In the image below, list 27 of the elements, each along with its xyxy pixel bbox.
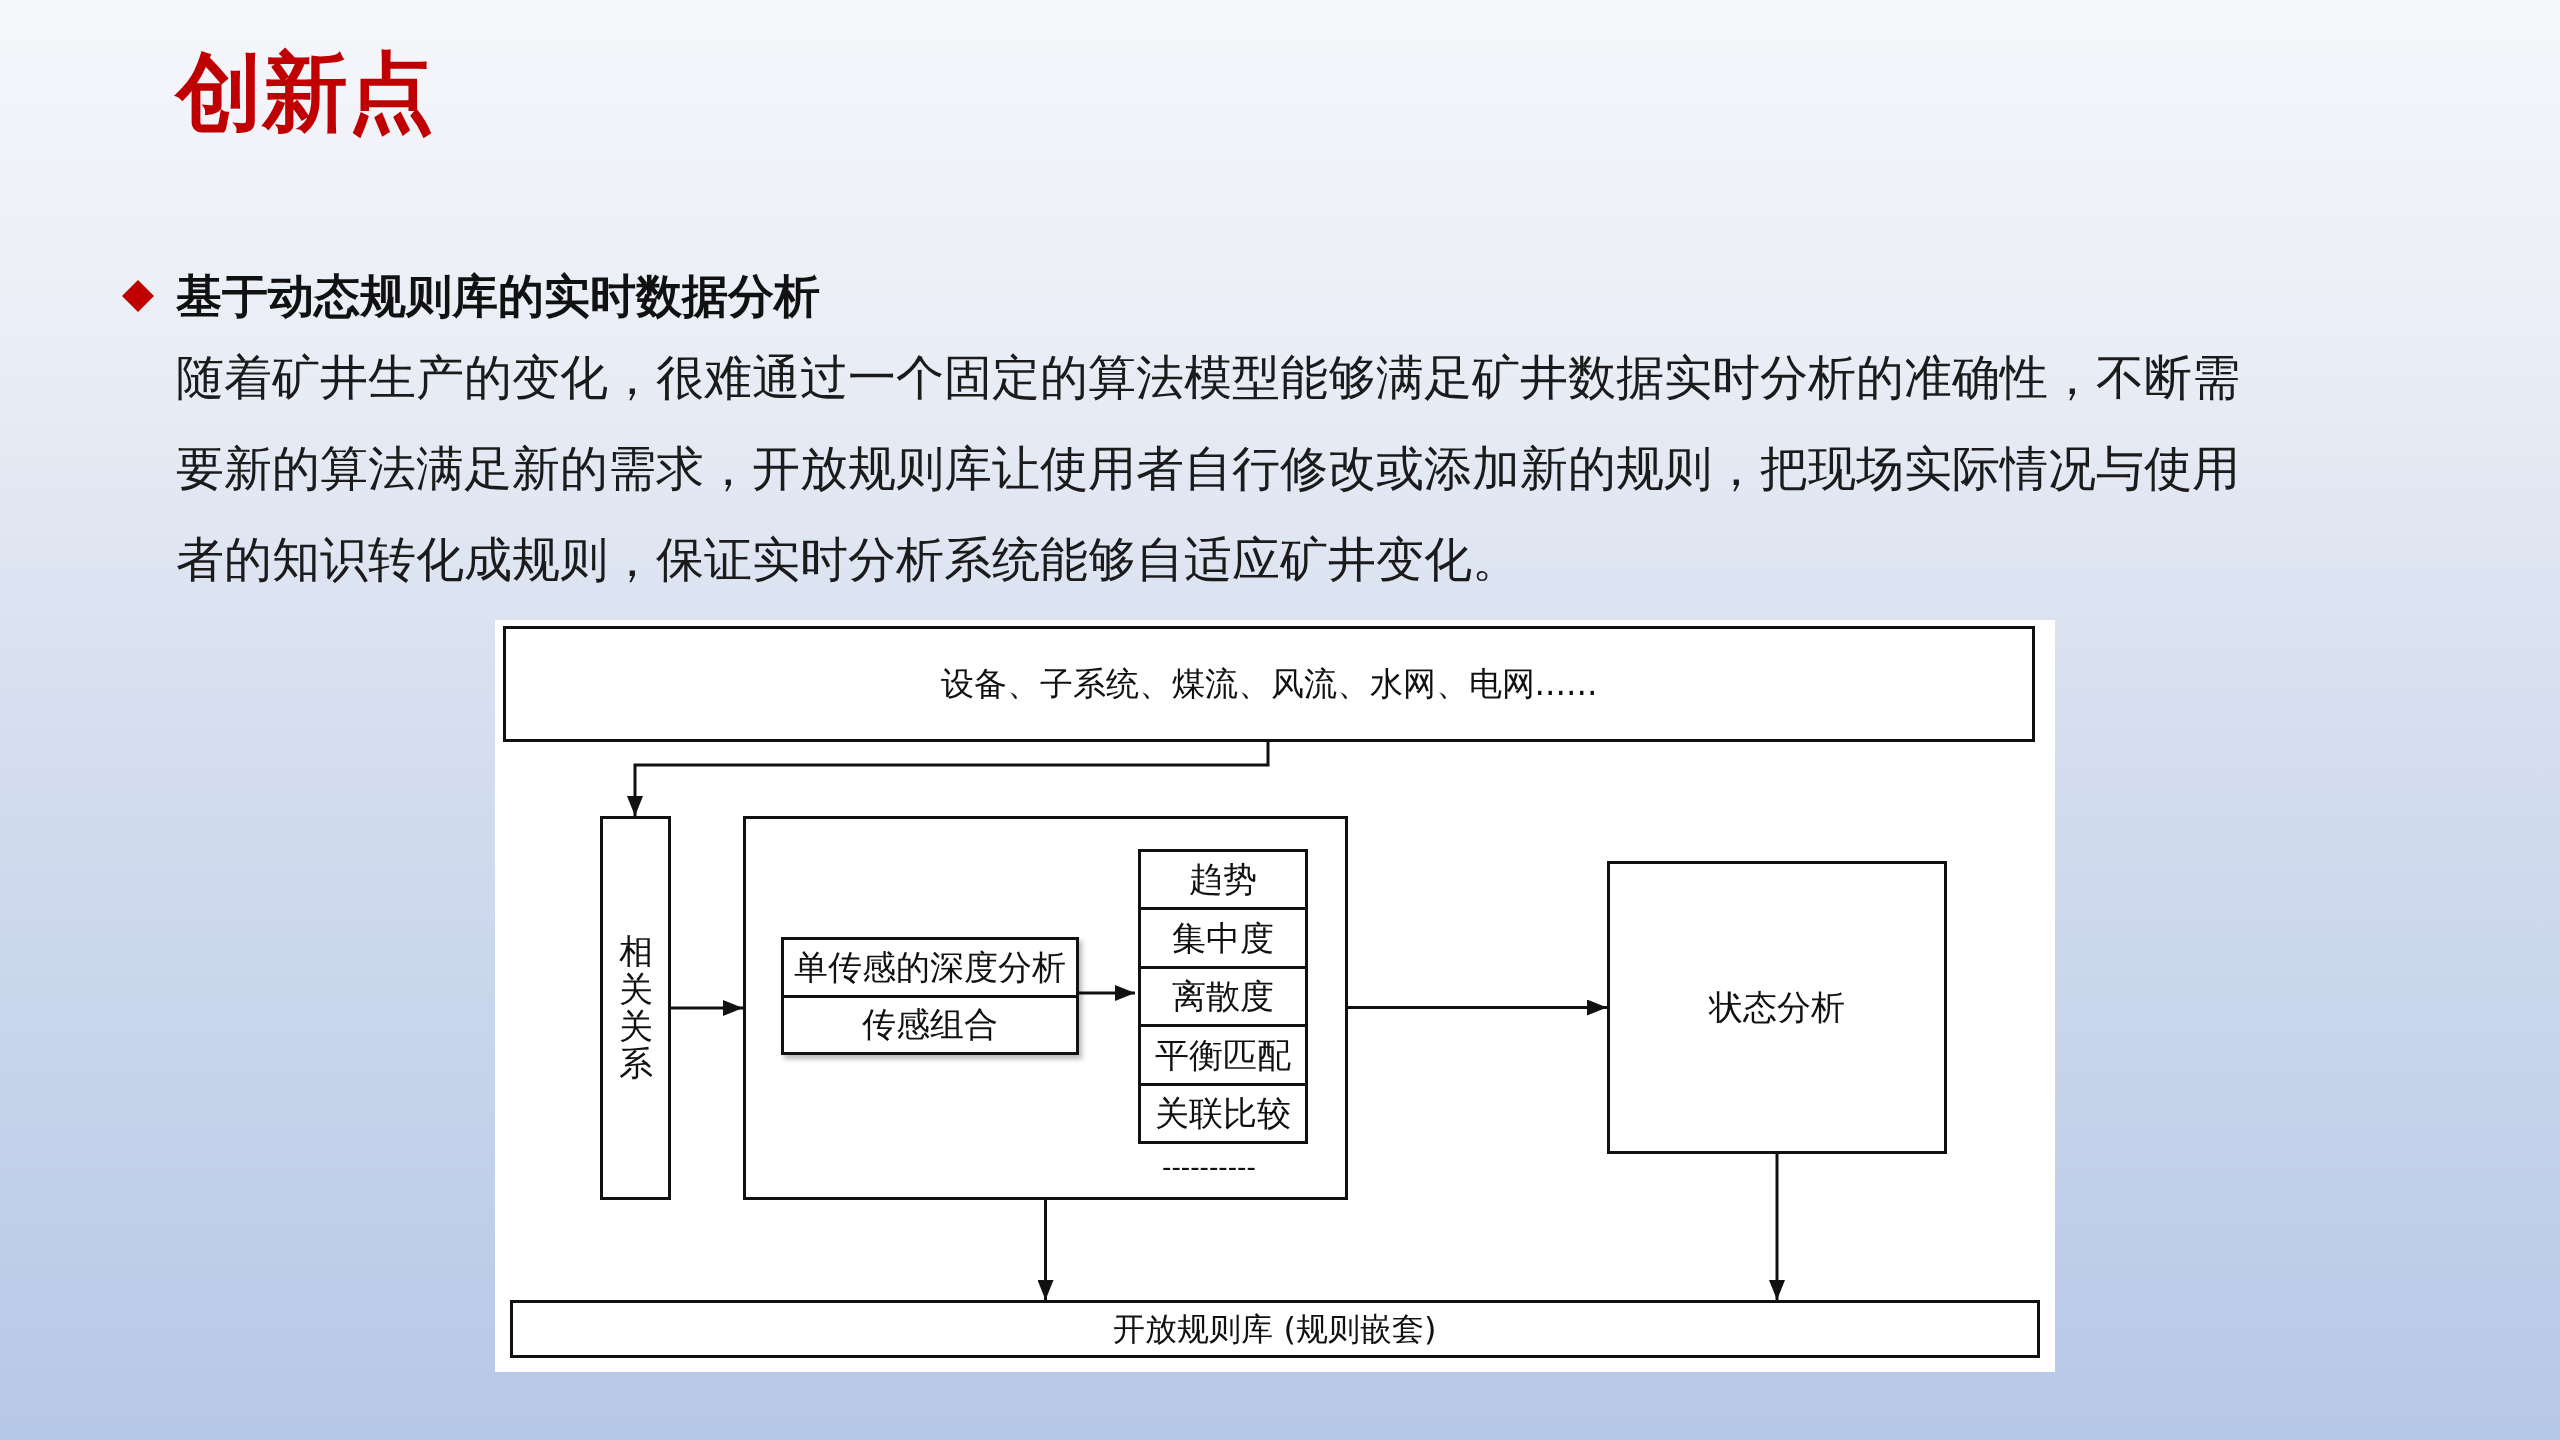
arrow bbox=[1769, 1154, 1785, 1300]
process-box bbox=[1607, 861, 1947, 1154]
stacked-box bbox=[781, 937, 1079, 1055]
list-row-text: 单传感的深度分析 bbox=[793, 945, 1067, 989]
list-row-text: 趋势 bbox=[1188, 858, 1258, 902]
body-paragraph: 随着矿井生产的变化，很难通过一个固定的算法模型能够满足矿井数据实时分析的准确性，不断需要新的算法满足新的需求，开放规则库让使用者自行修改或添加新的规则，把现场实际情况与使用者的知识转化成规则，保证实时分析系统能够自适应矿井变化。 bbox=[176, 348, 2241, 589]
list-row: 关联比较 bbox=[1141, 1082, 1305, 1141]
box-label: 开放规则库 (规则嵌套) bbox=[1113, 1309, 1437, 1349]
section-heading: 基于动态规则库的实时数据分析 bbox=[176, 268, 820, 324]
process-box bbox=[510, 1300, 2040, 1358]
arrow bbox=[1348, 999, 1607, 1016]
stacked-box bbox=[1138, 849, 1308, 1144]
list-row: 传感组合 bbox=[784, 994, 1076, 1052]
list-row: 平衡匹配 bbox=[1141, 1024, 1305, 1083]
arrow bbox=[627, 742, 1270, 816]
continuation-dashes: ---------- bbox=[1162, 1152, 1256, 1184]
box-label: 状态分析 bbox=[1709, 986, 1845, 1029]
process-box bbox=[600, 816, 671, 1200]
list-row: 集中度 bbox=[1141, 907, 1305, 966]
arrow bbox=[671, 1000, 743, 1016]
process-box bbox=[503, 626, 2035, 742]
arrow bbox=[1037, 1200, 1054, 1300]
vertical-label: 相关关系 bbox=[618, 933, 653, 1083]
box-label: 设备、子系统、煤流、风流、水网、电网...... bbox=[940, 663, 1598, 705]
group-box bbox=[743, 816, 1348, 1200]
page-title: 创新点 bbox=[176, 41, 434, 144]
list-row: 离散度 bbox=[1141, 965, 1305, 1025]
